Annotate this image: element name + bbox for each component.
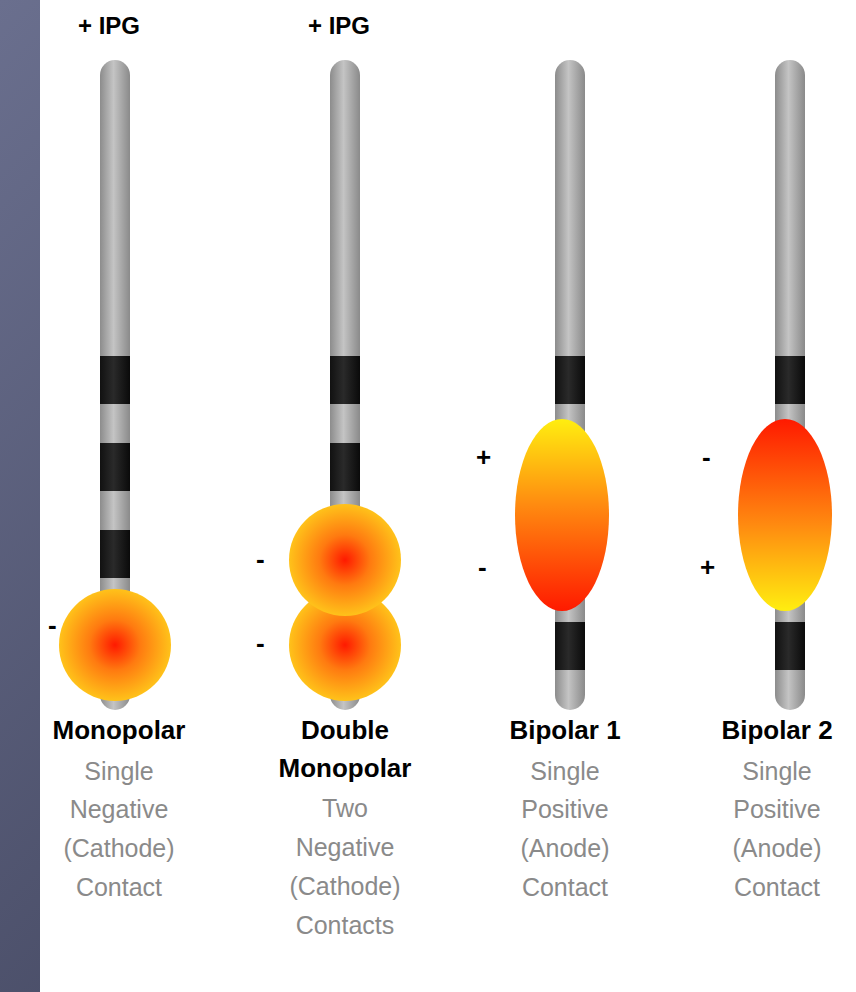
polarity-sign: + <box>476 444 491 470</box>
polarity-sign: - <box>256 546 265 572</box>
mode-description: Single Positive (Anode) Contact <box>490 752 640 907</box>
polarity-sign: - <box>702 444 711 470</box>
lead-bipolar-1 <box>515 60 609 710</box>
ipg-terminal: + IPG <box>78 8 140 44</box>
ipg-terminal: + IPG <box>308 8 370 44</box>
mode-title: Bipolar 1 <box>490 712 640 750</box>
mode-description: Single Negative (Cathode) Contact <box>44 752 194 907</box>
mode-title: Double Monopolar <box>270 712 420 787</box>
mode-description: Two Negative (Cathode) Contacts <box>270 789 420 944</box>
mode-title: Bipolar 2 <box>702 712 852 750</box>
polarity-sign: - <box>256 630 265 656</box>
lead-bipolar-2 <box>738 60 832 710</box>
polarity-sign: - <box>478 554 487 580</box>
polarity-sign: - <box>48 612 57 638</box>
lead-monopolar <box>59 60 171 710</box>
lead-double-monopolar <box>289 60 401 710</box>
polarity-sign: + <box>700 554 715 580</box>
mode-description: Single Positive (Anode) Contact <box>702 752 852 907</box>
mode-title: Monopolar <box>44 712 194 750</box>
